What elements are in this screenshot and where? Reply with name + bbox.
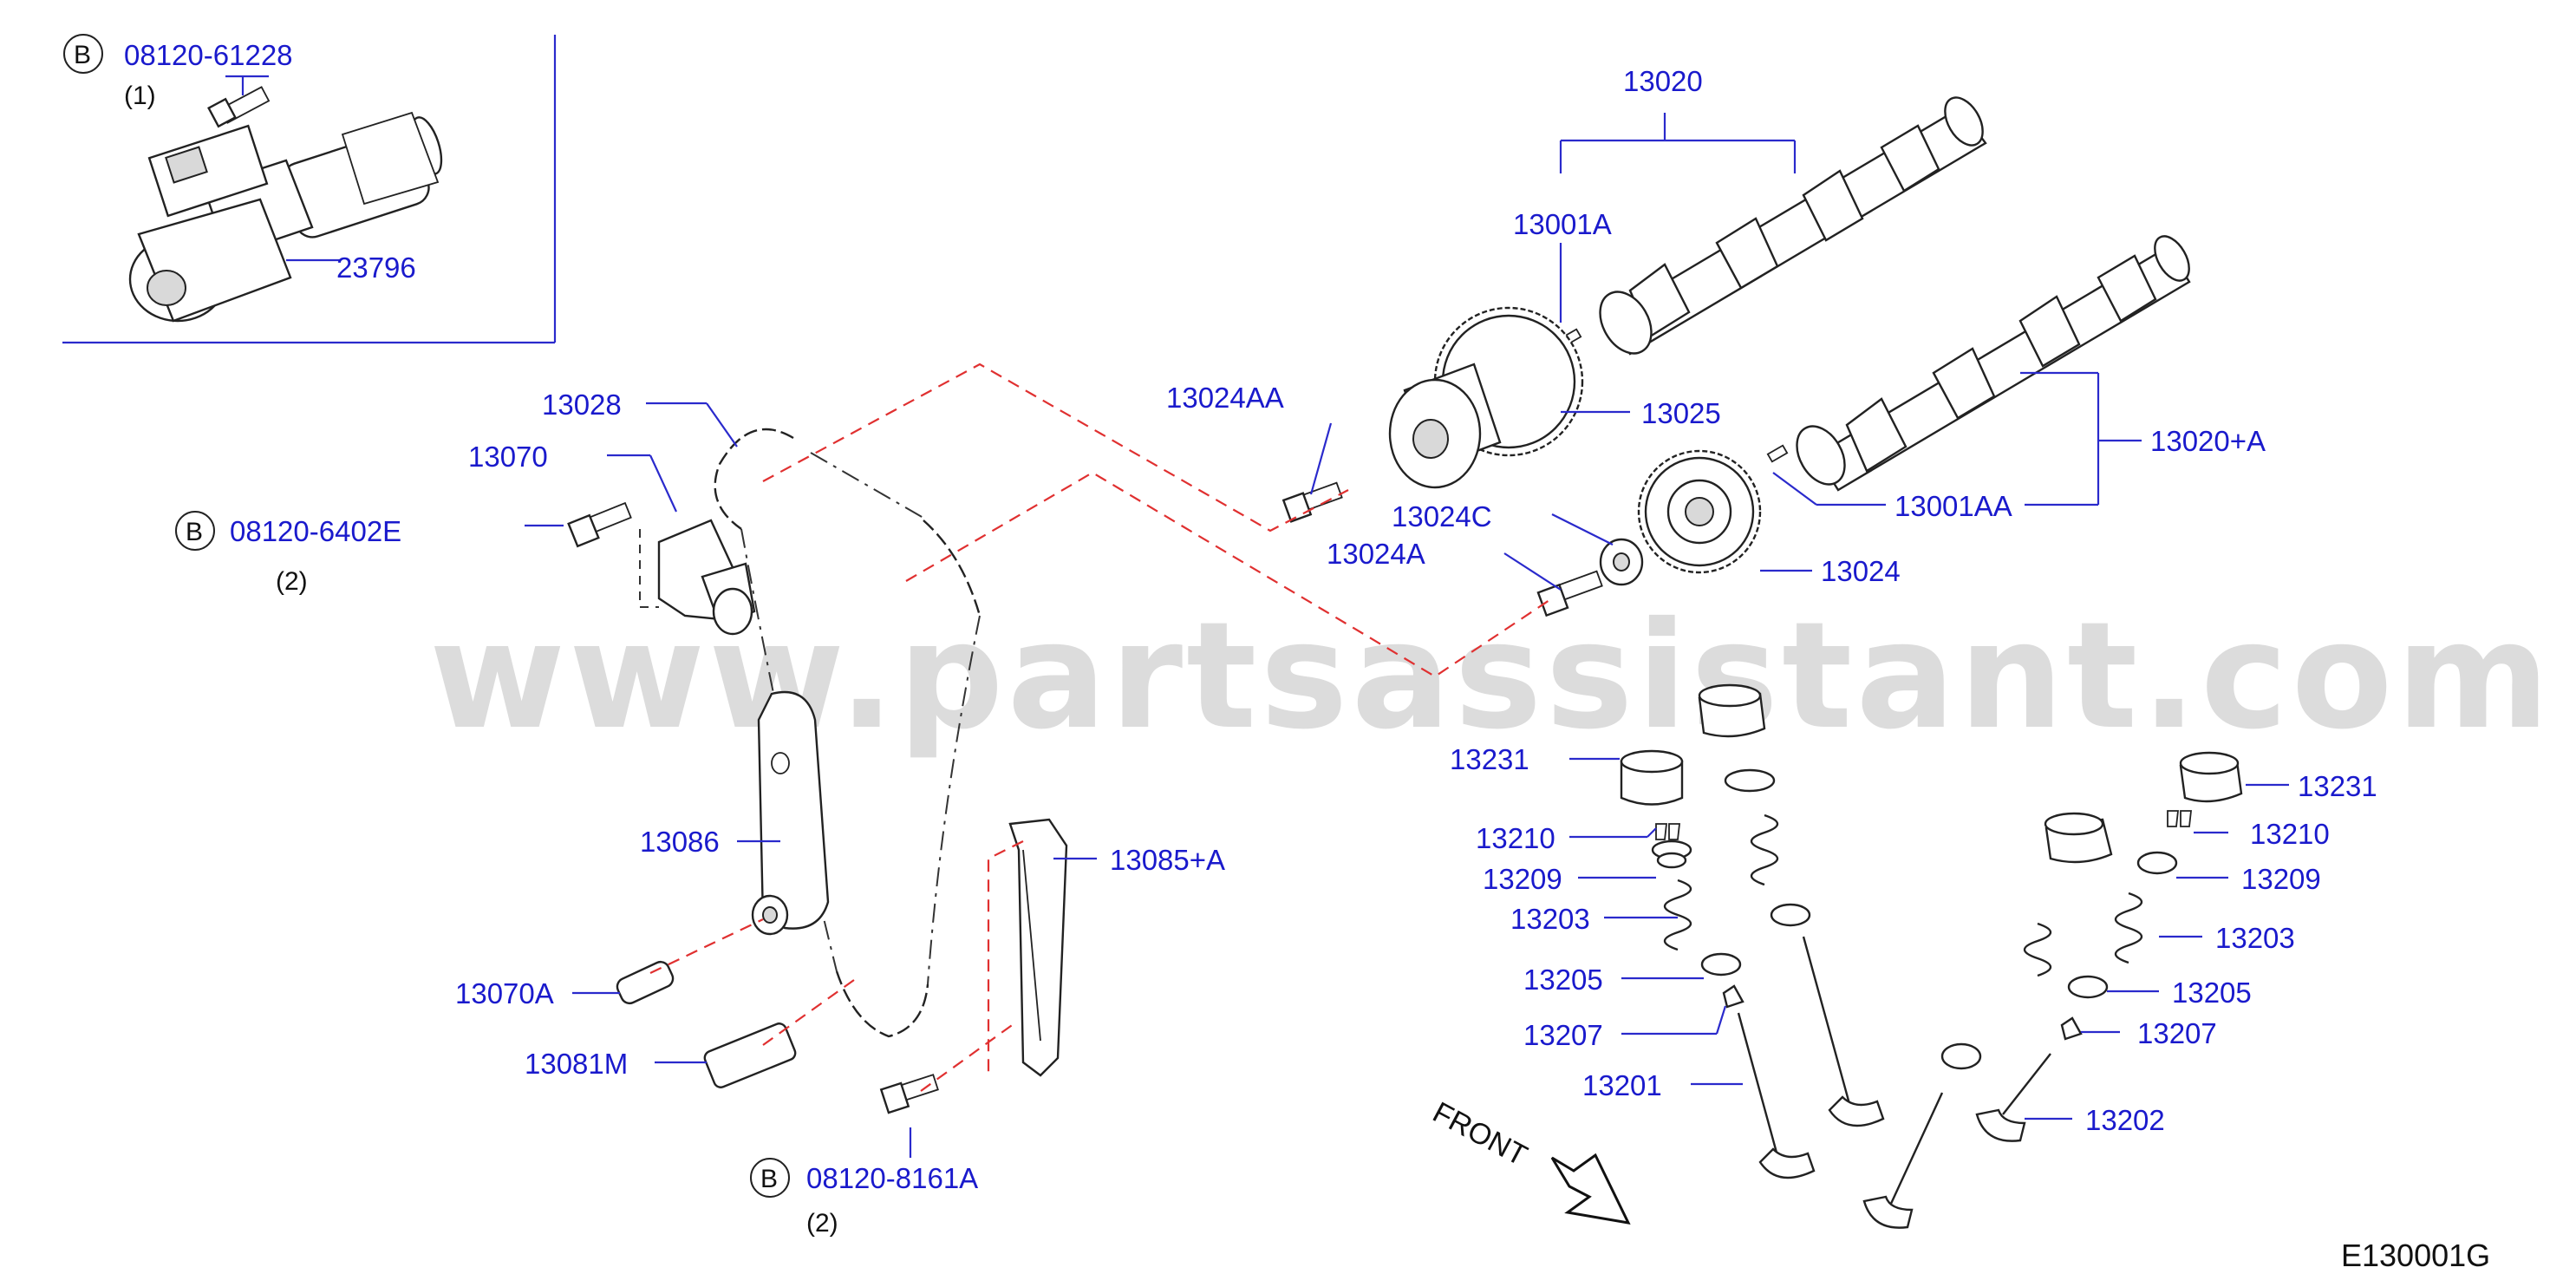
- label-13070A: 13070A: [455, 977, 554, 1009]
- leader-lines: [225, 75, 2289, 1158]
- label-13207-left: 13207: [1523, 1019, 1603, 1051]
- intake-valve-13201[interactable]: [1737, 1012, 1816, 1179]
- slack-guide-13085A[interactable]: [1008, 818, 1068, 1077]
- valve-seal-13207-left[interactable]: [1722, 984, 1745, 1009]
- dowel-pin-13001AA[interactable]: [1766, 444, 1789, 463]
- label-08120-6402E: 08120-6402E: [230, 515, 401, 547]
- label-13024: 13024: [1821, 555, 1901, 587]
- diagram-code: E130001G: [2341, 1238, 2490, 1273]
- label-13024C: 13024C: [1392, 500, 1492, 532]
- label-13203-left: 13203: [1510, 903, 1590, 935]
- valve-spring-13203-right[interactable]: [2114, 892, 2143, 964]
- label-13025: 13025: [1641, 397, 1721, 429]
- label-13205-left: 13205: [1523, 964, 1603, 996]
- badge-b-1: [63, 34, 103, 74]
- exhaust-valve-13202[interactable]: [1975, 1053, 2051, 1142]
- bolt-13024A[interactable]: [1536, 570, 1603, 617]
- valve-collet-13210-right[interactable]: [2167, 810, 2193, 827]
- valve-column-center-right[interactable]: [1862, 812, 2113, 1229]
- label-13081M: 13081M: [525, 1048, 628, 1080]
- bolt-08120-61228[interactable]: [207, 86, 271, 128]
- badge-b-2-letter: B: [186, 518, 203, 546]
- label-13028: 13028: [542, 389, 622, 421]
- label-13024AA: 13024AA: [1166, 382, 1284, 414]
- label-08120-61228: 08120-61228: [124, 39, 293, 71]
- label-qty-2a: (2): [276, 567, 308, 596]
- label-13001A: 13001A: [1513, 208, 1612, 240]
- label-13207-right: 13207: [2137, 1017, 2217, 1049]
- label-13070: 13070: [468, 441, 548, 473]
- label-13209-left: 13209: [1483, 863, 1562, 895]
- label-13205-right: 13205: [2172, 977, 2252, 1009]
- spring-seat-13205-right[interactable]: [2067, 975, 2109, 999]
- label-13024A: 13024A: [1327, 538, 1425, 570]
- badge-b-2: [175, 511, 215, 551]
- front-arrow: FRONT: [1427, 1096, 1631, 1225]
- label-13210-left: 13210: [1476, 822, 1555, 854]
- badge-b-3-letter: B: [760, 1165, 778, 1193]
- valve-lifter-middle[interactable]: [1698, 683, 1885, 1127]
- valve-collet-13210-left[interactable]: [1655, 823, 1681, 840]
- alignment-lines: [649, 363, 1553, 1092]
- label-13202: 13202: [2085, 1104, 2165, 1136]
- valve-lifter-13231-left[interactable]: [1620, 749, 1684, 806]
- label-13020: 13020: [1623, 65, 1703, 97]
- inset-frame: [62, 35, 557, 344]
- badge-b-3: [750, 1158, 790, 1198]
- label-13203-right: 13203: [2215, 922, 2295, 954]
- spring-retainer-13209-right[interactable]: [2136, 851, 2178, 875]
- guide-pin-13081M[interactable]: [702, 1022, 797, 1089]
- label-qty-2b: (2): [806, 1209, 838, 1238]
- camshaft-lower[interactable]: [1787, 231, 2196, 493]
- valve-spring-13203-left[interactable]: [1663, 879, 1692, 951]
- label-13085A: 13085+A: [1110, 844, 1225, 876]
- front-label: FRONT: [1427, 1096, 1532, 1173]
- valve-seal-13207-right[interactable]: [2060, 1016, 2083, 1041]
- chain-tensioner-13070[interactable]: [639, 519, 756, 636]
- label-13086: 13086: [640, 826, 720, 858]
- badge-b-1-letter: B: [74, 41, 91, 69]
- label-13210-right: 13210: [2250, 818, 2330, 850]
- label-13020A: 13020+A: [2150, 425, 2266, 457]
- label-13231-right: 13231: [2298, 770, 2377, 802]
- label-08120-8161A: 08120-8161A: [806, 1162, 978, 1194]
- label-23796: 23796: [336, 252, 416, 284]
- pivot-pin-13070A[interactable]: [615, 959, 676, 1006]
- chain-guide-13086[interactable]: [751, 690, 830, 936]
- spring-retainer-13209-left[interactable]: [1651, 839, 1692, 869]
- camshaft-upper[interactable]: [1589, 91, 1990, 363]
- label-13231-left: 13231: [1450, 743, 1529, 775]
- washer-13024C[interactable]: [1599, 538, 1644, 586]
- label-qty-1: (1): [124, 82, 156, 110]
- vvt-sprocket-13025[interactable]: [1388, 306, 1584, 489]
- bolt-08120-8161A[interactable]: [879, 1074, 939, 1114]
- label-13001AA: 13001AA: [1895, 490, 2012, 522]
- solenoid-valve-23796[interactable]: [128, 111, 447, 323]
- bolt-08120-6402E[interactable]: [567, 501, 632, 548]
- spring-seat-13205-left[interactable]: [1700, 952, 1742, 977]
- sprocket-13024[interactable]: [1637, 449, 1762, 574]
- valve-lifter-13231-right[interactable]: [2179, 751, 2243, 803]
- bolt-13024AA[interactable]: [1281, 481, 1343, 523]
- label-13201: 13201: [1582, 1069, 1662, 1101]
- label-13209-right: 13209: [2241, 863, 2321, 895]
